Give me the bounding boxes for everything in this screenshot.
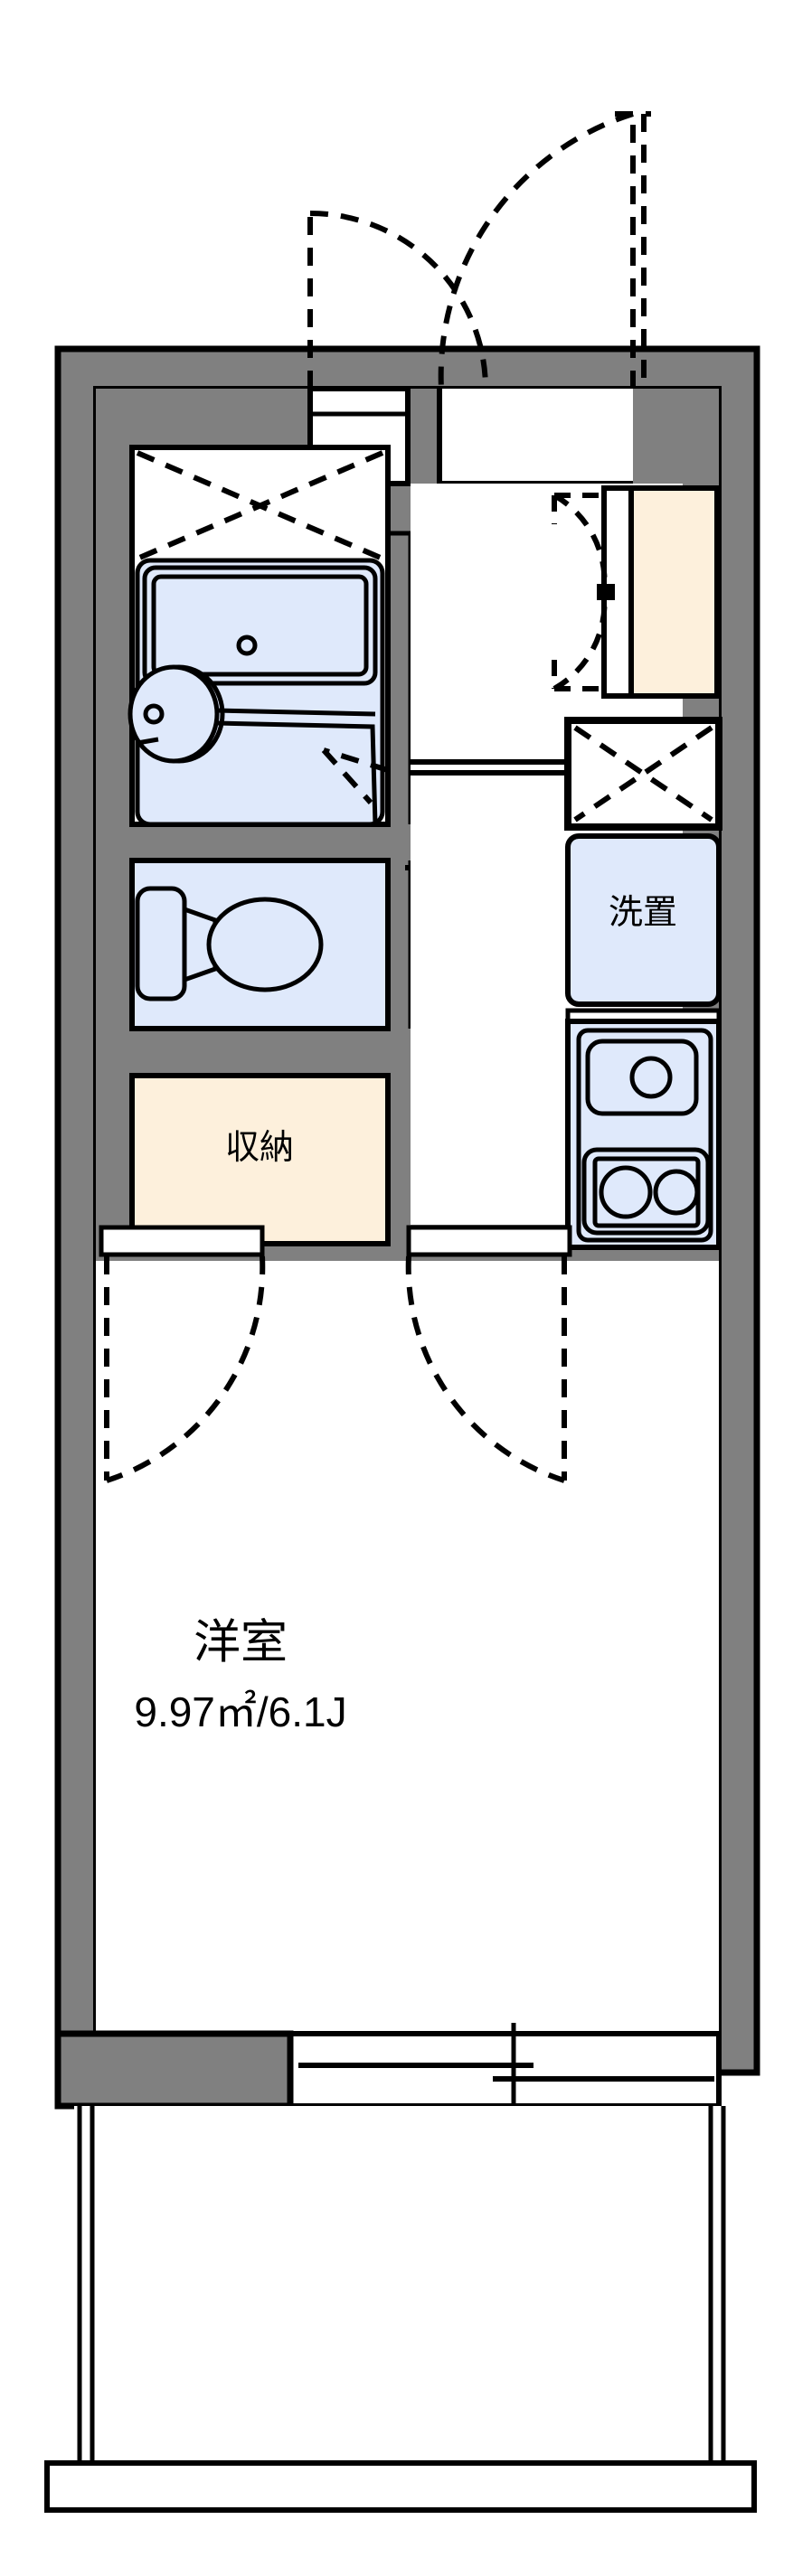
overhead-cabinet-bath	[136, 450, 384, 561]
closet-room	[129, 1073, 391, 1246]
entrance-outer-door-leaf	[615, 111, 651, 389]
bathtub-drain	[236, 635, 258, 656]
shoe-cabinet-door[interactable]	[552, 493, 608, 691]
toilet-bowl	[206, 897, 324, 992]
stove-burner-left	[599, 1165, 653, 1219]
stove-burner-right	[653, 1169, 700, 1216]
bottom-wall-stub	[54, 2030, 294, 2110]
balcony	[44, 2106, 757, 2513]
sink-drain	[629, 1056, 673, 1099]
kitchen-sink	[585, 1039, 699, 1116]
closet-fill	[129, 1073, 391, 1246]
entrance-outer-door[interactable]	[438, 111, 636, 390]
main-room-name: 洋室	[194, 1617, 288, 1669]
toilet-room	[129, 858, 563, 1031]
balcony-railing	[44, 2460, 757, 2513]
kitchen-counter	[565, 1008, 722, 1250]
bath-door-swing[interactable]	[321, 747, 389, 805]
overhead-cabinet-kitchen	[564, 717, 722, 831]
washer-pan	[565, 833, 722, 1007]
washer-space-label: 洗置	[609, 894, 677, 932]
entrance-threshold	[437, 389, 633, 486]
room-door-left[interactable]	[99, 1225, 266, 1483]
unit-bath	[127, 445, 391, 827]
room-door-right[interactable]	[405, 1225, 572, 1483]
shoe-cabinet-fill	[628, 485, 720, 699]
closet-label: 収納	[225, 1129, 294, 1167]
toilet-tank	[135, 886, 187, 1001]
main-room-area: 9.97㎡/6.1J	[134, 1688, 346, 1735]
washbasin	[127, 664, 378, 825]
gas-stove	[581, 1147, 711, 1236]
shoe-cabinet-handle[interactable]	[597, 584, 615, 600]
entrance-door-swing	[307, 211, 488, 390]
shoe-cabinet	[552, 485, 720, 699]
washer-space	[565, 833, 722, 1007]
main-room	[96, 1261, 719, 2034]
